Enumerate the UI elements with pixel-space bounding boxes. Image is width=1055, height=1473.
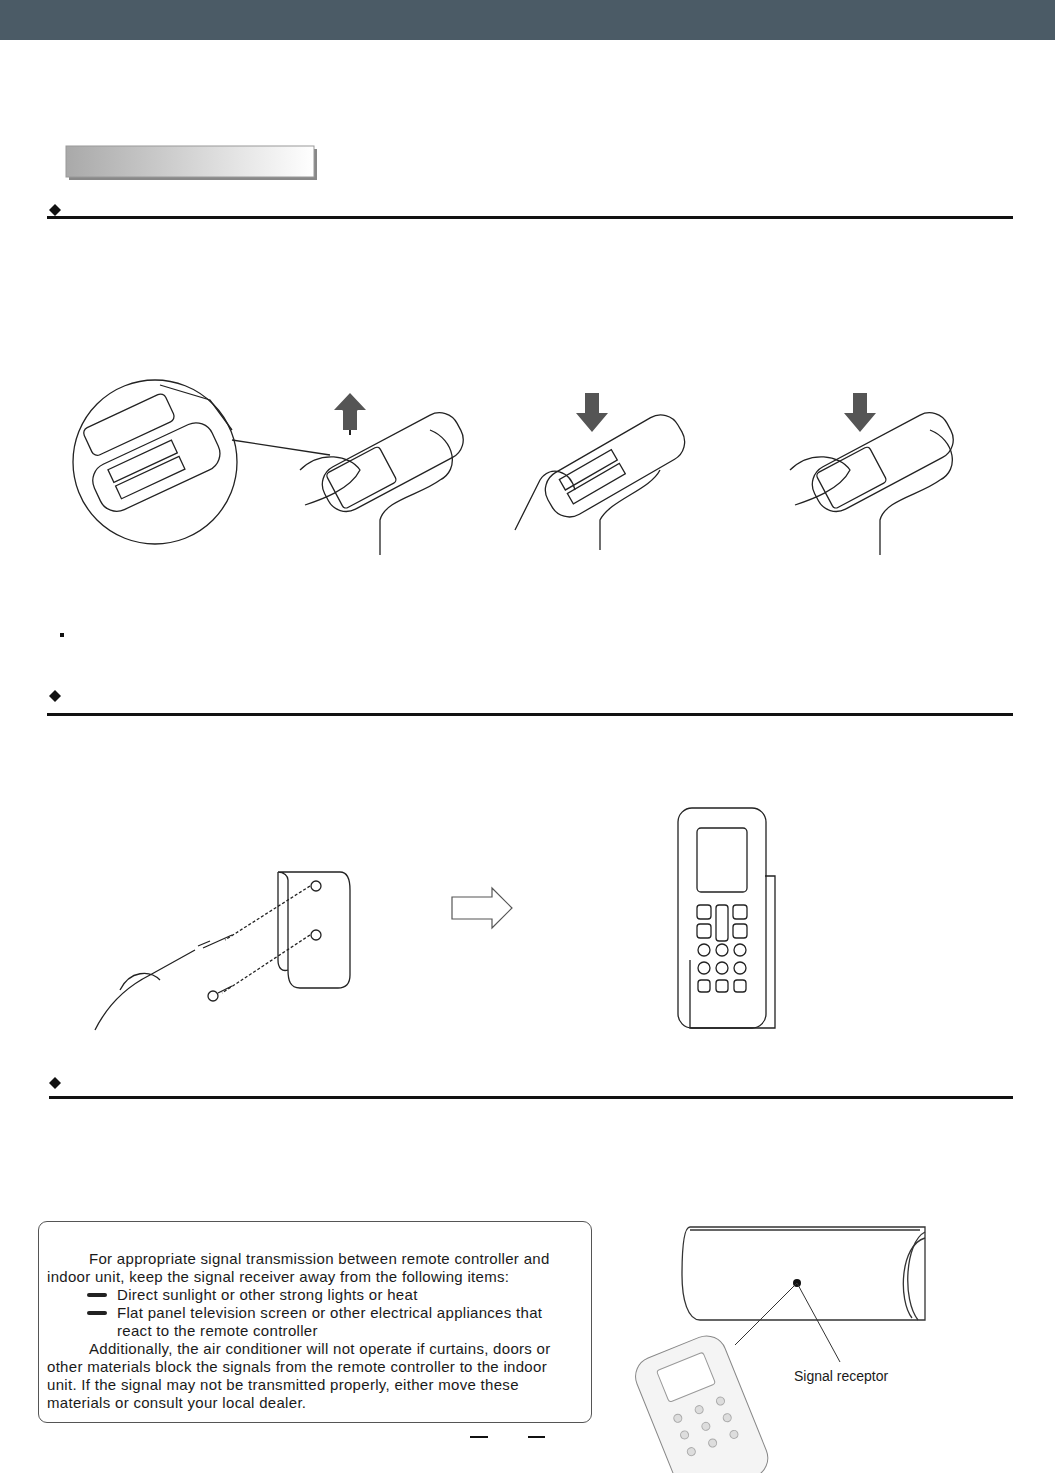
signal-line (735, 1283, 797, 1345)
bullet-dash (87, 1311, 107, 1315)
section-tab (66, 146, 314, 177)
remote-controller (630, 1330, 774, 1473)
indoor-unit (682, 1227, 925, 1320)
page-number-marks (470, 1436, 545, 1438)
leader-line (797, 1283, 840, 1362)
remote-in-holder (678, 808, 775, 1028)
bullet-item: Flat panel television screen or other el… (47, 1304, 581, 1340)
caution-box: For appropriate signal transmission betw… (38, 1221, 592, 1423)
part-label: Signal receptor (792, 1368, 890, 1384)
bullet-item: Direct sunlight or other strong lights o… (47, 1286, 581, 1304)
header-bar (0, 0, 1055, 40)
hollow-arrow (452, 888, 512, 928)
caution-paragraph: For appropriate signal transmission betw… (47, 1250, 581, 1286)
battery-illustration (70, 380, 960, 555)
bullet-dash (87, 1293, 107, 1297)
bullet-text: Direct sunlight or other strong lights o… (117, 1286, 418, 1303)
section-markers (47, 204, 1013, 1099)
direction-arrows (334, 393, 876, 432)
holder-illustration (95, 872, 350, 1030)
caution-paragraph: Additionally, the air conditioner will n… (47, 1340, 581, 1412)
bullet-text: Flat panel television screen or other el… (117, 1304, 542, 1339)
